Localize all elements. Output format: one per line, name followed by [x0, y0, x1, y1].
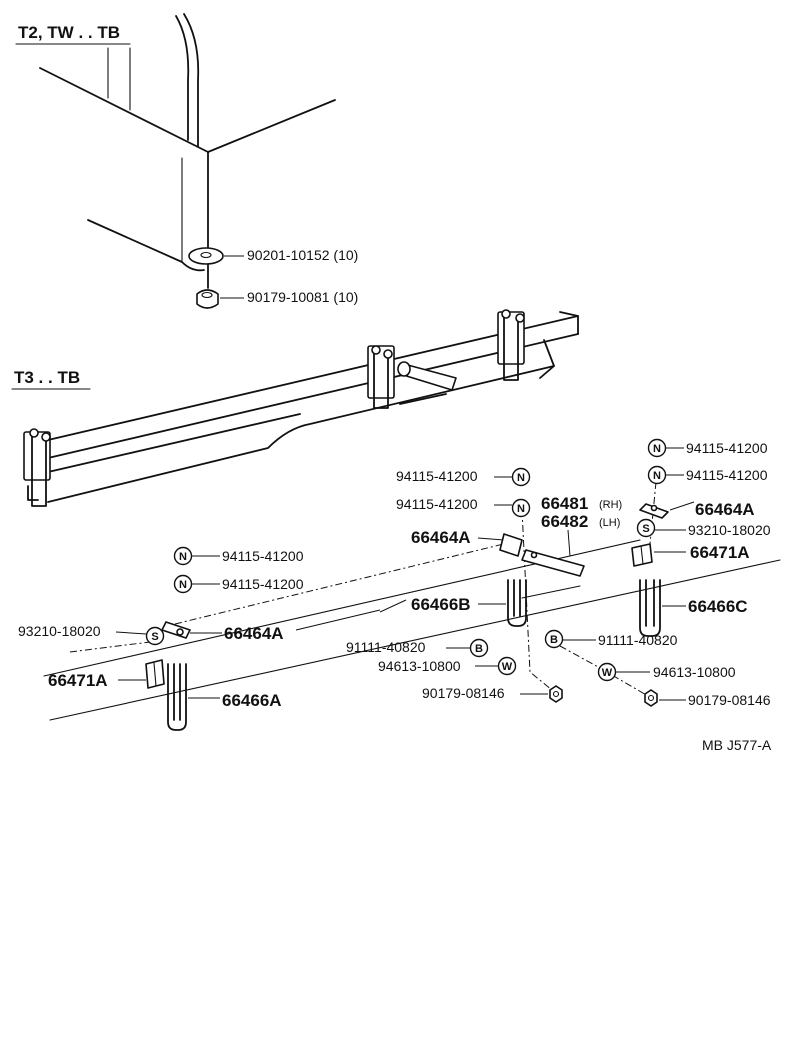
centerline-left — [174, 539, 521, 625]
label-90179-10081: 90179-10081 (10) — [247, 289, 358, 305]
nut-symbol-left-1: N — [173, 546, 193, 566]
label-90179-08146-mid: 90179-08146 — [422, 685, 505, 701]
nut-symbol-mid-1: N — [511, 467, 531, 487]
label-66466B: 66466B — [411, 595, 471, 614]
nut-90179-10081 — [196, 289, 219, 309]
svg-text:N: N — [179, 579, 187, 591]
label-66471A-right: 66471A — [690, 543, 750, 562]
label-66481: 66481 — [541, 494, 588, 513]
label-66482-suffix: (LH) — [599, 517, 620, 529]
u-bolt-66466C — [639, 579, 661, 637]
section-header-t2: T2, TW . . TB — [18, 23, 120, 42]
label-90179-08146-right: 90179-08146 — [688, 692, 771, 708]
u-bolt-66466A — [167, 663, 187, 731]
clip-66471A-right — [631, 543, 653, 567]
label-94613-10800-mid: 94613-10800 — [378, 658, 461, 674]
stake-bracket-left — [23, 428, 51, 507]
label-94115-41200-mid-2: 94115-41200 — [396, 496, 478, 512]
bracket-66464A-mid — [499, 533, 523, 557]
label-66482: 66482 — [541, 512, 588, 531]
centerline-mid — [521, 509, 553, 691]
svg-text:N: N — [179, 551, 187, 563]
label-94115-41200-mid-1: 94115-41200 — [396, 468, 478, 484]
label-66466A: 66466A — [222, 691, 282, 710]
label-66464A-right: 66464A — [695, 500, 755, 519]
cross-tube — [397, 361, 457, 391]
svg-text:B: B — [475, 643, 483, 655]
spring-washer-symbol-right: S — [636, 518, 656, 538]
bracket-66464A-right — [639, 503, 669, 519]
label-93210-18020-right: 93210-18020 — [688, 522, 771, 538]
label-66464A-left: 66464A — [224, 624, 284, 643]
svg-text:N: N — [517, 472, 525, 484]
label-94613-10800-right: 94613-10800 — [653, 664, 736, 680]
centerline-left-washer — [69, 641, 151, 653]
label-94115-41200-left-1: 94115-41200 — [222, 548, 304, 564]
stake-bracket-middle — [367, 345, 395, 409]
nut-90179-08146-mid — [549, 685, 563, 703]
svg-text:S: S — [642, 523, 649, 535]
clip-66471A-left — [145, 659, 165, 689]
svg-text:N: N — [517, 503, 525, 515]
nut-symbol-right-2: N — [647, 465, 667, 485]
label-94115-41200-left-2: 94115-41200 — [222, 576, 304, 592]
label-94115-41200-right-1: 94115-41200 — [686, 440, 768, 456]
label-94115-41200-right-2: 94115-41200 — [686, 467, 768, 483]
label-91111-40820-right: 91111-40820 — [598, 632, 678, 648]
washer-symbol-right: W — [597, 662, 617, 682]
section-header-t3: T3 . . TB — [14, 368, 80, 387]
label-91111-40820-mid: 91111-40820 — [346, 639, 426, 655]
nut-symbol-left-2: N — [173, 574, 193, 594]
bolt-symbol-mid: B — [469, 638, 489, 658]
stake-bracket-right — [497, 309, 525, 381]
diagram-reference-code: MB J577-A — [702, 737, 772, 753]
svg-text:N: N — [653, 470, 661, 482]
label-66471A-left: 66471A — [48, 671, 108, 690]
nut-symbol-mid-2: N — [511, 498, 531, 518]
u-bolt-66466B — [507, 579, 527, 627]
washer-symbol-mid: W — [497, 656, 517, 676]
bracket-66481-66482 — [521, 549, 585, 577]
frame-rail — [47, 311, 579, 503]
spring-washer-symbol-left: S — [145, 626, 165, 646]
truck-bed-body — [39, 13, 336, 289]
svg-text:W: W — [602, 667, 613, 679]
label-66481-suffix: (RH) — [599, 499, 622, 511]
bolt-symbol-right: B — [544, 629, 564, 649]
svg-text:W: W — [502, 661, 513, 673]
label-66466C: 66466C — [688, 597, 748, 616]
bracket-66464A-left — [161, 621, 191, 639]
label-93210-18020-left: 93210-18020 — [18, 623, 101, 639]
svg-text:S: S — [151, 631, 158, 643]
svg-text:B: B — [550, 634, 558, 646]
svg-text:N: N — [653, 443, 661, 455]
label-66464A-mid: 66464A — [411, 528, 471, 547]
washer-90201-10152 — [188, 247, 224, 265]
nut-90179-08146-right — [644, 689, 658, 707]
label-90201-10152: 90201-10152 (10) — [247, 247, 358, 263]
nut-symbol-right-1: N — [647, 438, 667, 458]
